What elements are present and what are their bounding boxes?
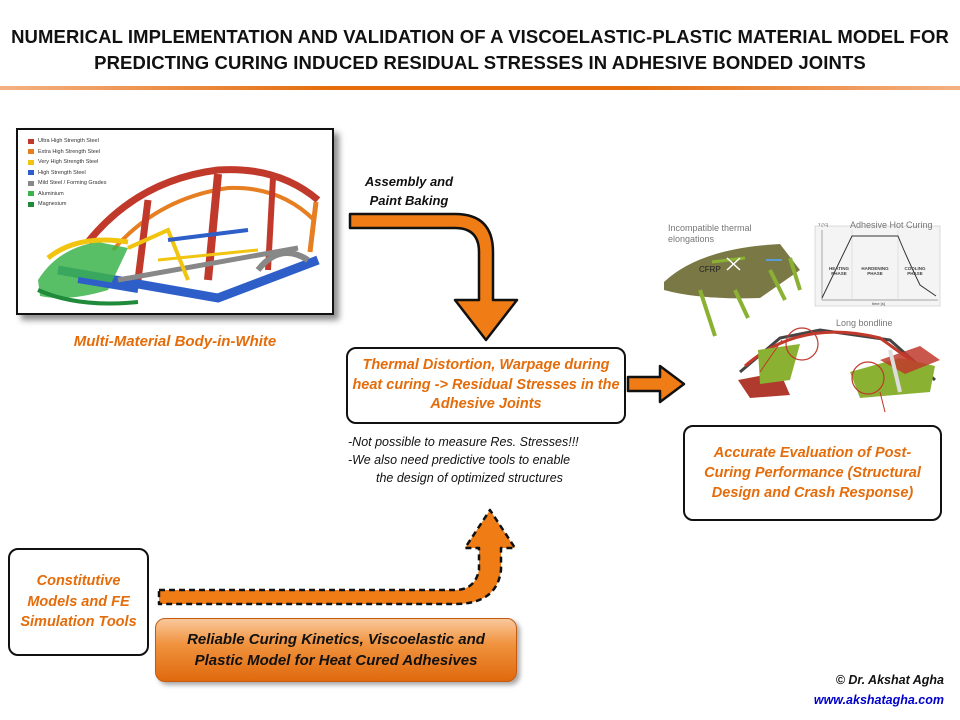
assembly-label-line-1: Assembly and <box>364 174 454 189</box>
legend-item-mg: Magnesium <box>28 199 106 210</box>
legend-label: Aluminium <box>38 190 64 197</box>
curing-cycle-chart <box>814 225 941 307</box>
title-line-1: NUMERICAL IMPLEMENTATION AND VALIDATION … <box>11 26 949 47</box>
cfrp-roof-illustration <box>664 244 802 337</box>
note-line-3: the design of optimized structures <box>376 471 563 485</box>
legend-item-vhss: Very High Strength Steel <box>28 157 106 168</box>
legend-swatch <box>28 159 34 165</box>
legend-label: Very High Strength Steel <box>38 159 99 166</box>
assembly-arrow <box>348 212 519 342</box>
assembly-label-line-2: Paint Baking <box>369 193 449 208</box>
header-divider <box>0 86 960 90</box>
title-line-2: PREDICTING CURING INDUCED RESIDUAL STRES… <box>94 52 866 73</box>
note-line-1: -Not possible to measure Res. Stresses!!… <box>348 435 579 449</box>
cfrp-label: CFRP <box>699 265 721 274</box>
legend-label: Extra High Strength Steel <box>38 148 101 155</box>
legend-label: High Strength Steel <box>38 169 86 176</box>
legend-item-mild: Mild Steel / Forming Grades <box>28 178 106 189</box>
legend-swatch <box>28 180 34 186</box>
page-title: NUMERICAL IMPLEMENTATION AND VALIDATION … <box>10 24 950 76</box>
thermal-distortion-text: Thermal Distortion, Warpage during heat … <box>352 357 620 413</box>
car-body-image: Ultra High Strength Steel Extra High Str… <box>16 128 334 315</box>
curing-y-axis-label: T [°C] <box>818 222 829 227</box>
note-line-2: -We also need predictive tools to enable <box>348 453 571 467</box>
thermal-elongation-line-1: Incompatible thermal <box>668 223 752 233</box>
curing-x-axis-label: time [s] <box>872 301 885 306</box>
constitutive-models-text: Constitutive Models and FE Simulation To… <box>20 573 137 631</box>
post-curing-performance-text: Accurate Evaluation of Post-Curing Perfo… <box>704 445 921 501</box>
post-curing-performance-box: Accurate Evaluation of Post-Curing Perfo… <box>683 425 942 521</box>
thermal-elongation-label: Incompatible thermal elongations <box>668 223 752 245</box>
legend-label: Ultra High Strength Steel <box>38 138 99 145</box>
hardening-phase-label: HARDENING PHASE <box>861 266 889 276</box>
legend-item-ehss: Extra High Strength Steel <box>28 147 106 158</box>
material-legend: Ultra High Strength Steel Extra High Str… <box>28 136 106 210</box>
thermal-distortion-box: Thermal Distortion, Warpage during heat … <box>346 347 626 424</box>
car-body-illustration <box>37 166 321 306</box>
dashed-up-arrow <box>157 508 517 606</box>
body-in-white-caption: Multi-Material Body-in-White <box>73 333 277 350</box>
legend-item-alu: Aluminium <box>28 189 106 200</box>
bondline-illustration <box>738 327 940 413</box>
legend-swatch <box>28 191 34 197</box>
bondline-label: Long bondline <box>836 318 893 328</box>
legend-swatch <box>28 170 34 176</box>
right-arrow <box>626 364 686 404</box>
legend-label: Magnesium <box>38 201 67 208</box>
curing-chart-title: Adhesive Hot Curing <box>850 220 933 230</box>
legend-item-uhss: Ultra High Strength Steel <box>28 136 106 147</box>
legend-swatch <box>28 149 34 155</box>
heating-phase-label: HEATING PHASE <box>829 266 849 276</box>
legend-label: Mild Steel / Forming Grades <box>38 180 107 187</box>
curing-kinetics-text: Reliable Curing Kinetics, Viscoelastic a… <box>187 631 485 669</box>
legend-item-hss: High Strength Steel <box>28 168 106 179</box>
legend-swatch <box>28 138 34 144</box>
constitutive-models-box: Constitutive Models and FE Simulation To… <box>8 548 149 656</box>
copyright-text: © Dr. Akshat Agha <box>835 673 944 687</box>
assembly-label: Assembly and Paint Baking <box>346 172 472 210</box>
curing-kinetics-box: Reliable Curing Kinetics, Viscoelastic a… <box>155 618 517 682</box>
thermal-elongation-line-2: elongations <box>668 234 715 244</box>
cooling-phase-label: COOLING PHASE <box>904 266 926 276</box>
legend-swatch <box>28 201 34 207</box>
notes-text: -Not possible to measure Res. Stresses!!… <box>348 433 626 487</box>
website-link[interactable]: www.akshatagha.com <box>813 693 944 707</box>
